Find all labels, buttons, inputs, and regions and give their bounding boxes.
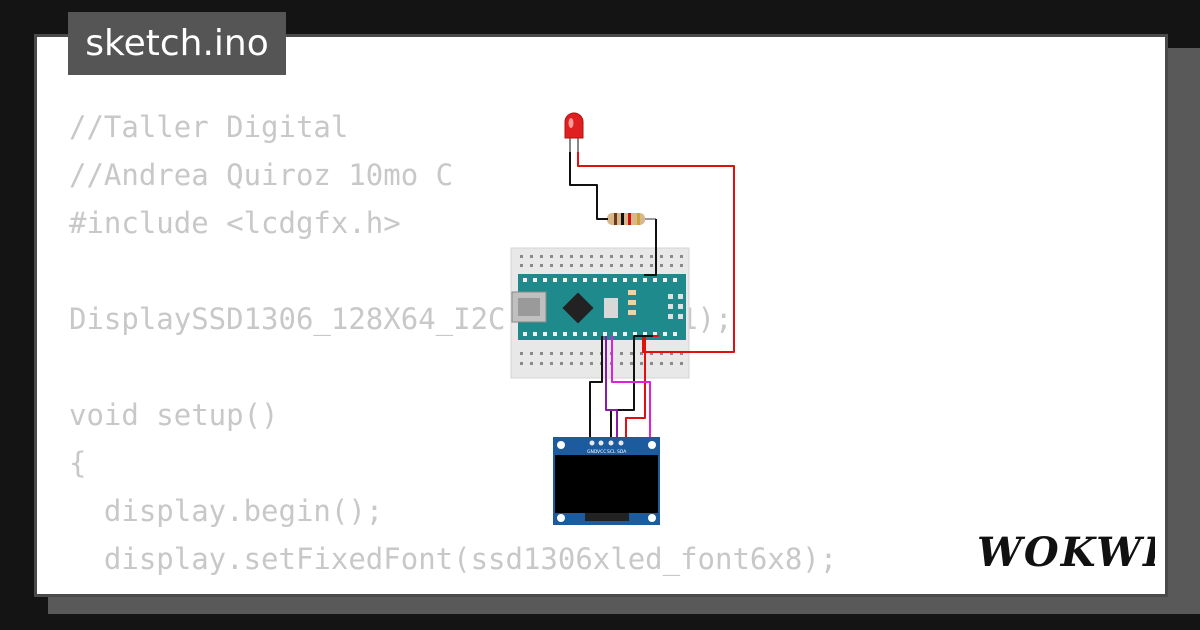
code-line: display.setFixedFont(ssd1306xled_font6x8… bbox=[69, 542, 838, 576]
pin-label-gnd: GND bbox=[587, 449, 598, 455]
code-line: //Andrea Quiroz 10mo C bbox=[69, 158, 454, 192]
wires bbox=[569, 152, 735, 443]
oled-display: GND VCC SCL SDA bbox=[553, 437, 660, 525]
red-led bbox=[564, 112, 584, 152]
code-line: display.begin(); bbox=[69, 494, 384, 528]
code-line: #include <lcdgfx.h> bbox=[69, 206, 401, 240]
code-line: display.clear(); bbox=[69, 583, 837, 594]
arduino-nano bbox=[511, 274, 686, 340]
circuit-diagram: GND VCC SCL SDA bbox=[510, 112, 735, 525]
file-tab[interactable]: sketch.ino bbox=[68, 12, 286, 75]
code-line: //Taller Digital bbox=[69, 110, 349, 144]
resistor bbox=[598, 213, 656, 225]
wokwi-logo: WOKWI bbox=[977, 529, 1155, 576]
pin-label-sda: SDA bbox=[617, 449, 627, 455]
logo-text: WOKWI bbox=[977, 529, 1155, 576]
microcontroller-chip bbox=[562, 292, 594, 324]
code-line: { bbox=[69, 446, 87, 480]
pin-label-vcc: VCC bbox=[597, 449, 606, 455]
oled-screen bbox=[555, 455, 658, 513]
code-preview: //Taller Digital //Andrea Quiroz 10mo C #i… bbox=[69, 103, 838, 594]
pin-label-scl: SCL bbox=[607, 449, 616, 455]
code-line: void setup() bbox=[69, 398, 279, 432]
